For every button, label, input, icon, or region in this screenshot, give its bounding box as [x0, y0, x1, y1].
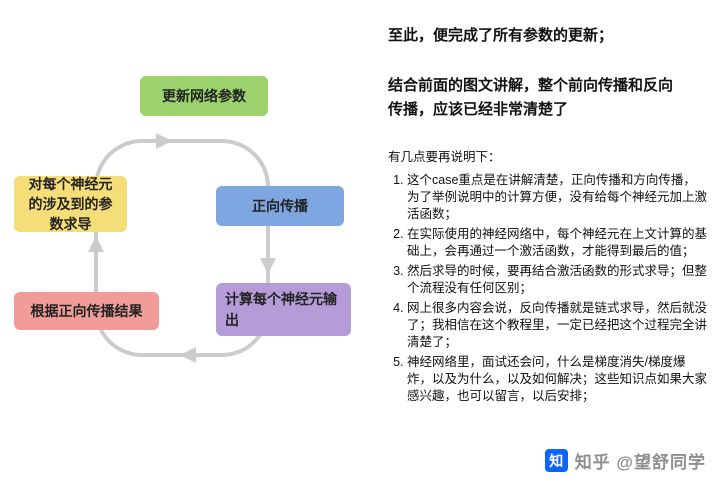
zhihu-logo-icon: 知	[544, 449, 568, 472]
note-item: 在实际使用的神经网络中，每个神经元在上文计算的基础上，会再通过一个激活函数，才能…	[407, 226, 708, 260]
article-column: 至此，便完成了所有参数的更新； 结合前面的图文讲解，整个前向传播和反向传播，应该…	[388, 24, 708, 408]
arrowhead-top-right-icon	[156, 133, 172, 149]
headline-conclusion: 结合前面的图文讲解，整个前向传播和反向传播，应该已经非常清楚了	[388, 77, 674, 118]
node-label: 正向传播	[252, 197, 308, 214]
cycle-arrows-graphic	[88, 133, 276, 363]
watermark: 知 知乎 @望舒同学	[544, 448, 706, 473]
note-item: 网上很多内容会说，反向传播就是链式求导，然后就没了；我相信在这个教程里，一定已经…	[407, 300, 708, 351]
arrowhead-right-down-icon	[260, 258, 276, 274]
notes-list: 这个case重点是在讲解清楚，正向传播和方向传播，为了举例说明中的计算方便，没有…	[388, 172, 708, 405]
note-item: 神经网络里，面试还会问，什么是梯度消失/梯度爆炸，以及为什么，以及如何解决；这些…	[407, 354, 708, 405]
node-label: 对每个神经元的涉及到的参数求导	[28, 175, 113, 233]
node-label: 根据正向传播结果	[30, 302, 143, 319]
watermark-label: 知乎 @望舒同学	[574, 453, 706, 472]
note-item: 然后求导的时候，要再结合激活函数的形式求导；但整个流程没有任何区别；	[407, 263, 708, 297]
node-label: 计算每个神经元输出	[225, 291, 337, 328]
node-label: 更新网络参数	[162, 87, 246, 104]
node-compute-neuron-output: 计算每个神经元输出	[216, 283, 351, 336]
arrowhead-left-up-icon	[88, 236, 104, 252]
node-derive-params: 对每个神经元的涉及到的参数求导	[14, 176, 127, 232]
headline-summary: 至此，便完成了所有参数的更新；	[388, 27, 614, 44]
node-based-on-forward-result: 根据正向传播结果	[14, 292, 159, 330]
arrowhead-bottom-left-icon	[180, 347, 196, 363]
node-update-network-params: 更新网络参数	[140, 76, 268, 116]
notes-intro: 有几点要再说明下：	[388, 149, 501, 164]
note-item: 这个case重点是在讲解清楚，正向传播和方向传播，为了举例说明中的计算方便，没有…	[407, 172, 708, 223]
node-forward-propagation: 正向传播	[216, 186, 344, 226]
